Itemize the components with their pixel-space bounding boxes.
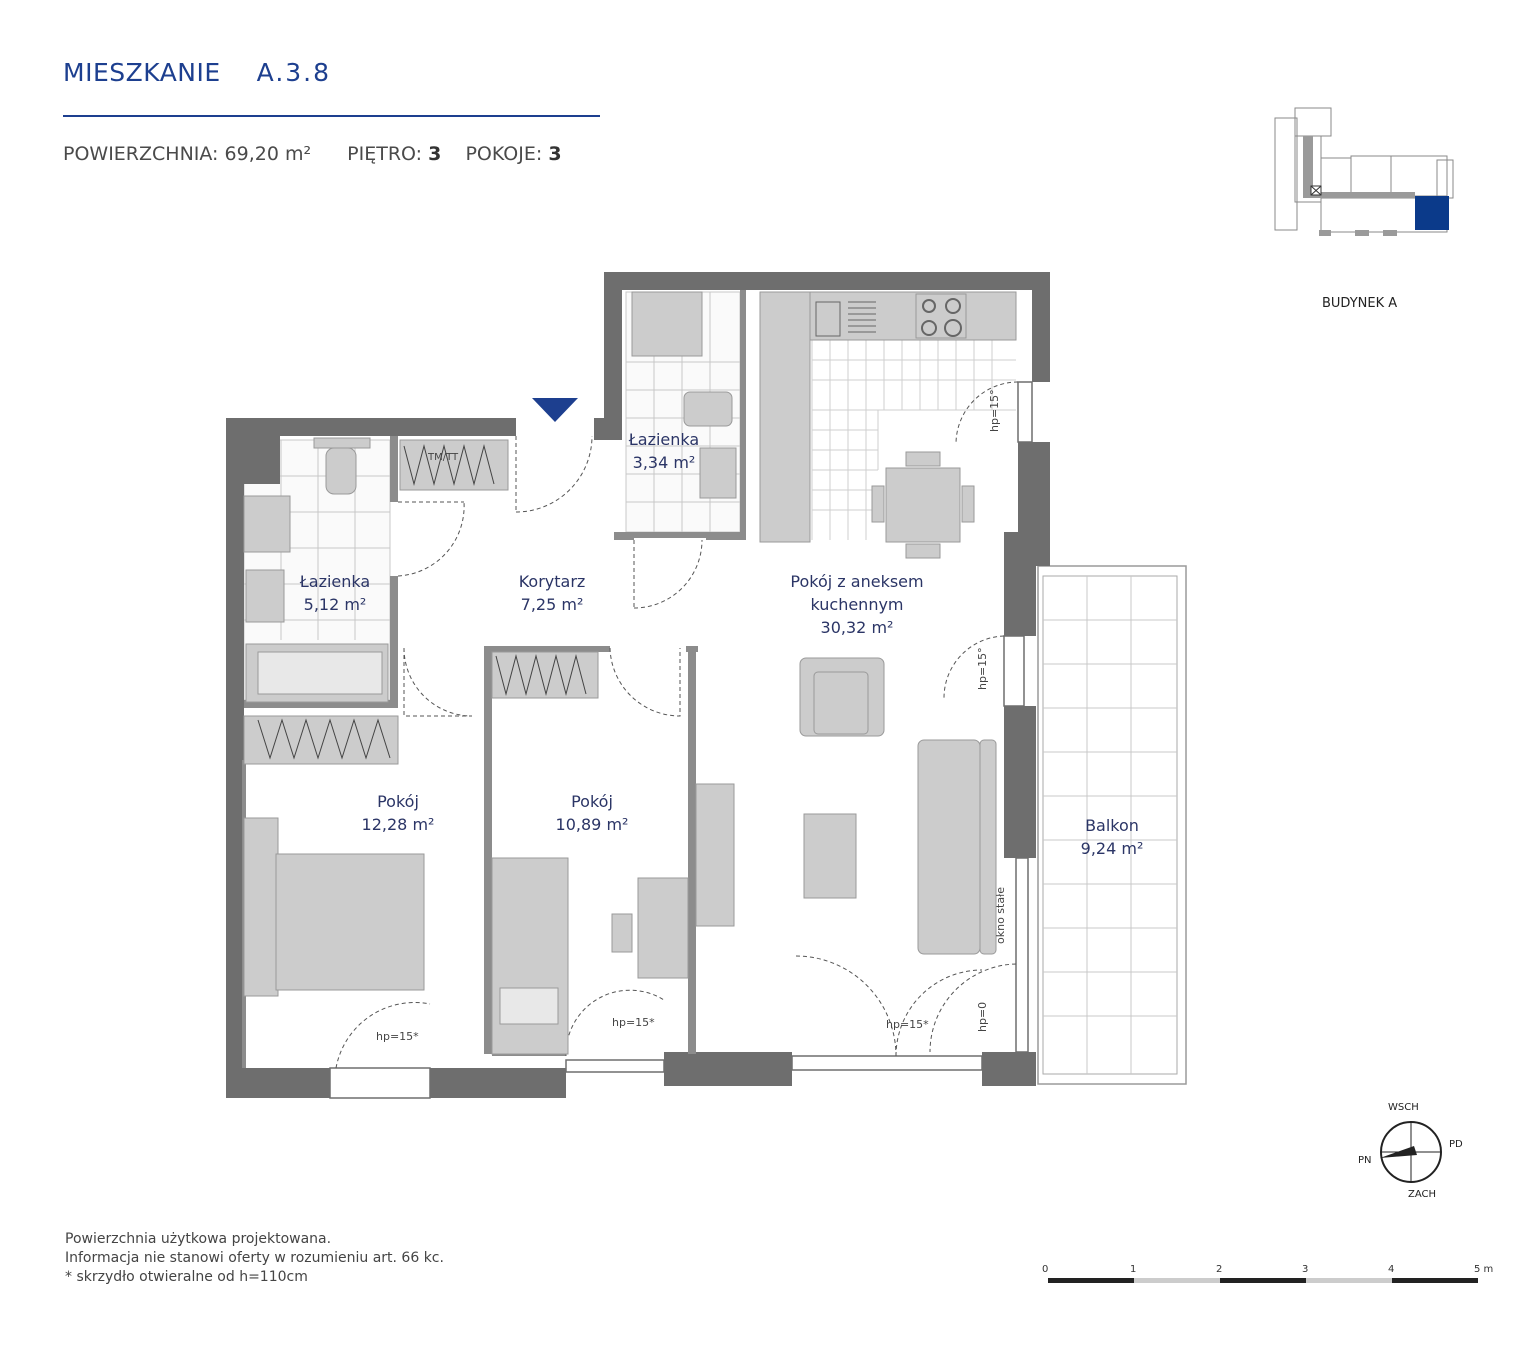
room-label-corridor: Korytarz 7,25 m² (518, 572, 586, 614)
fixed-window-label: okno stałe (994, 887, 1007, 944)
building-label: BUDYNEK A (1322, 296, 1398, 311)
hp-label-bedroom-1: hp=15* (376, 1030, 419, 1043)
note-line-2: Informacja nie stanowi oferty w rozumien… (65, 1250, 444, 1266)
room-label-bedroom-2: Pokój 10,89 m² (555, 792, 629, 834)
room-label-bedroom-1: Pokój 12,28 m² (361, 792, 435, 834)
sink-icon (815, 301, 876, 337)
scale-bar (1048, 1278, 1478, 1283)
washer-label: TM/TT (428, 452, 459, 463)
scale-label-0: 0 (1042, 1264, 1049, 1275)
area-label: POWIERZCHNIA: (63, 143, 219, 165)
note-line-3: * skrzydło otwieralne od h=110cm (65, 1269, 308, 1285)
door-swings (335, 381, 1019, 1069)
hp-label-bedroom-2: hp=15* (612, 1016, 655, 1029)
kitchen-tiles (811, 339, 1016, 540)
note-line-1: Powierzchnia użytkowa projektowana. (65, 1231, 332, 1247)
title-word: MIESZKANIE (63, 58, 221, 87)
apartment-code: A.3.8 (256, 58, 332, 87)
cooktop-icon (921, 298, 962, 337)
scale-label-1: 1 (1130, 1264, 1137, 1275)
compass-label-bottom: ZACH (1408, 1189, 1437, 1200)
compass-label-right: PD (1449, 1139, 1463, 1150)
room-label-living: Pokój z aneksem kuchennym 30,32 m² (790, 572, 924, 637)
footnotes: Powierzchnia użytkowa projektowana. Info… (65, 1230, 444, 1287)
page-title: MIESZKANIE A.3.8 (63, 58, 331, 87)
hp-label-living-window: hp=15° (976, 647, 989, 690)
scale-label-2: 2 (1216, 1264, 1223, 1275)
wardrobe-hatching (257, 444, 587, 760)
rooms-value: 3 (548, 143, 562, 165)
balcony (1037, 565, 1187, 1085)
room-label-bathroom-large: Łazienka 5,12 m² (299, 572, 371, 614)
rooms-label: POKOJE: (465, 143, 543, 165)
windows (329, 381, 1033, 1099)
room-label-balcony: Balkon 9,24 m² (1080, 816, 1144, 858)
walls (226, 272, 1050, 1098)
building-keyplan (1274, 107, 1454, 236)
floor-label: PIĘTRO: (347, 143, 423, 165)
room-label-bathroom-small: Łazienka 3,34 m² (628, 430, 700, 472)
scale-label-5: 5 m (1474, 1264, 1494, 1275)
apartment-meta: POWIERZCHNIA: 69,20 m² PIĘTRO: 3 POKOJE:… (63, 143, 562, 165)
compass-label-left: PN (1358, 1155, 1372, 1166)
hp-label-living: hp=15* (886, 1018, 929, 1031)
floor-value: 3 (428, 143, 442, 165)
title-divider (63, 115, 600, 117)
hp-label-kitchen-window: hp=15° (988, 389, 1001, 432)
scale-label-3: 3 (1302, 1264, 1309, 1275)
scale-label-4: 4 (1388, 1264, 1395, 1275)
furniture (243, 291, 1017, 1055)
hp-label-balcony-door: hp=0 (976, 1001, 989, 1032)
area-value: 69,20 m² (224, 143, 312, 165)
entrance-marker (532, 398, 578, 422)
compass-label-top: WSCH (1388, 1102, 1419, 1113)
compass (1380, 1121, 1442, 1183)
highlighted-unit (1415, 196, 1449, 230)
